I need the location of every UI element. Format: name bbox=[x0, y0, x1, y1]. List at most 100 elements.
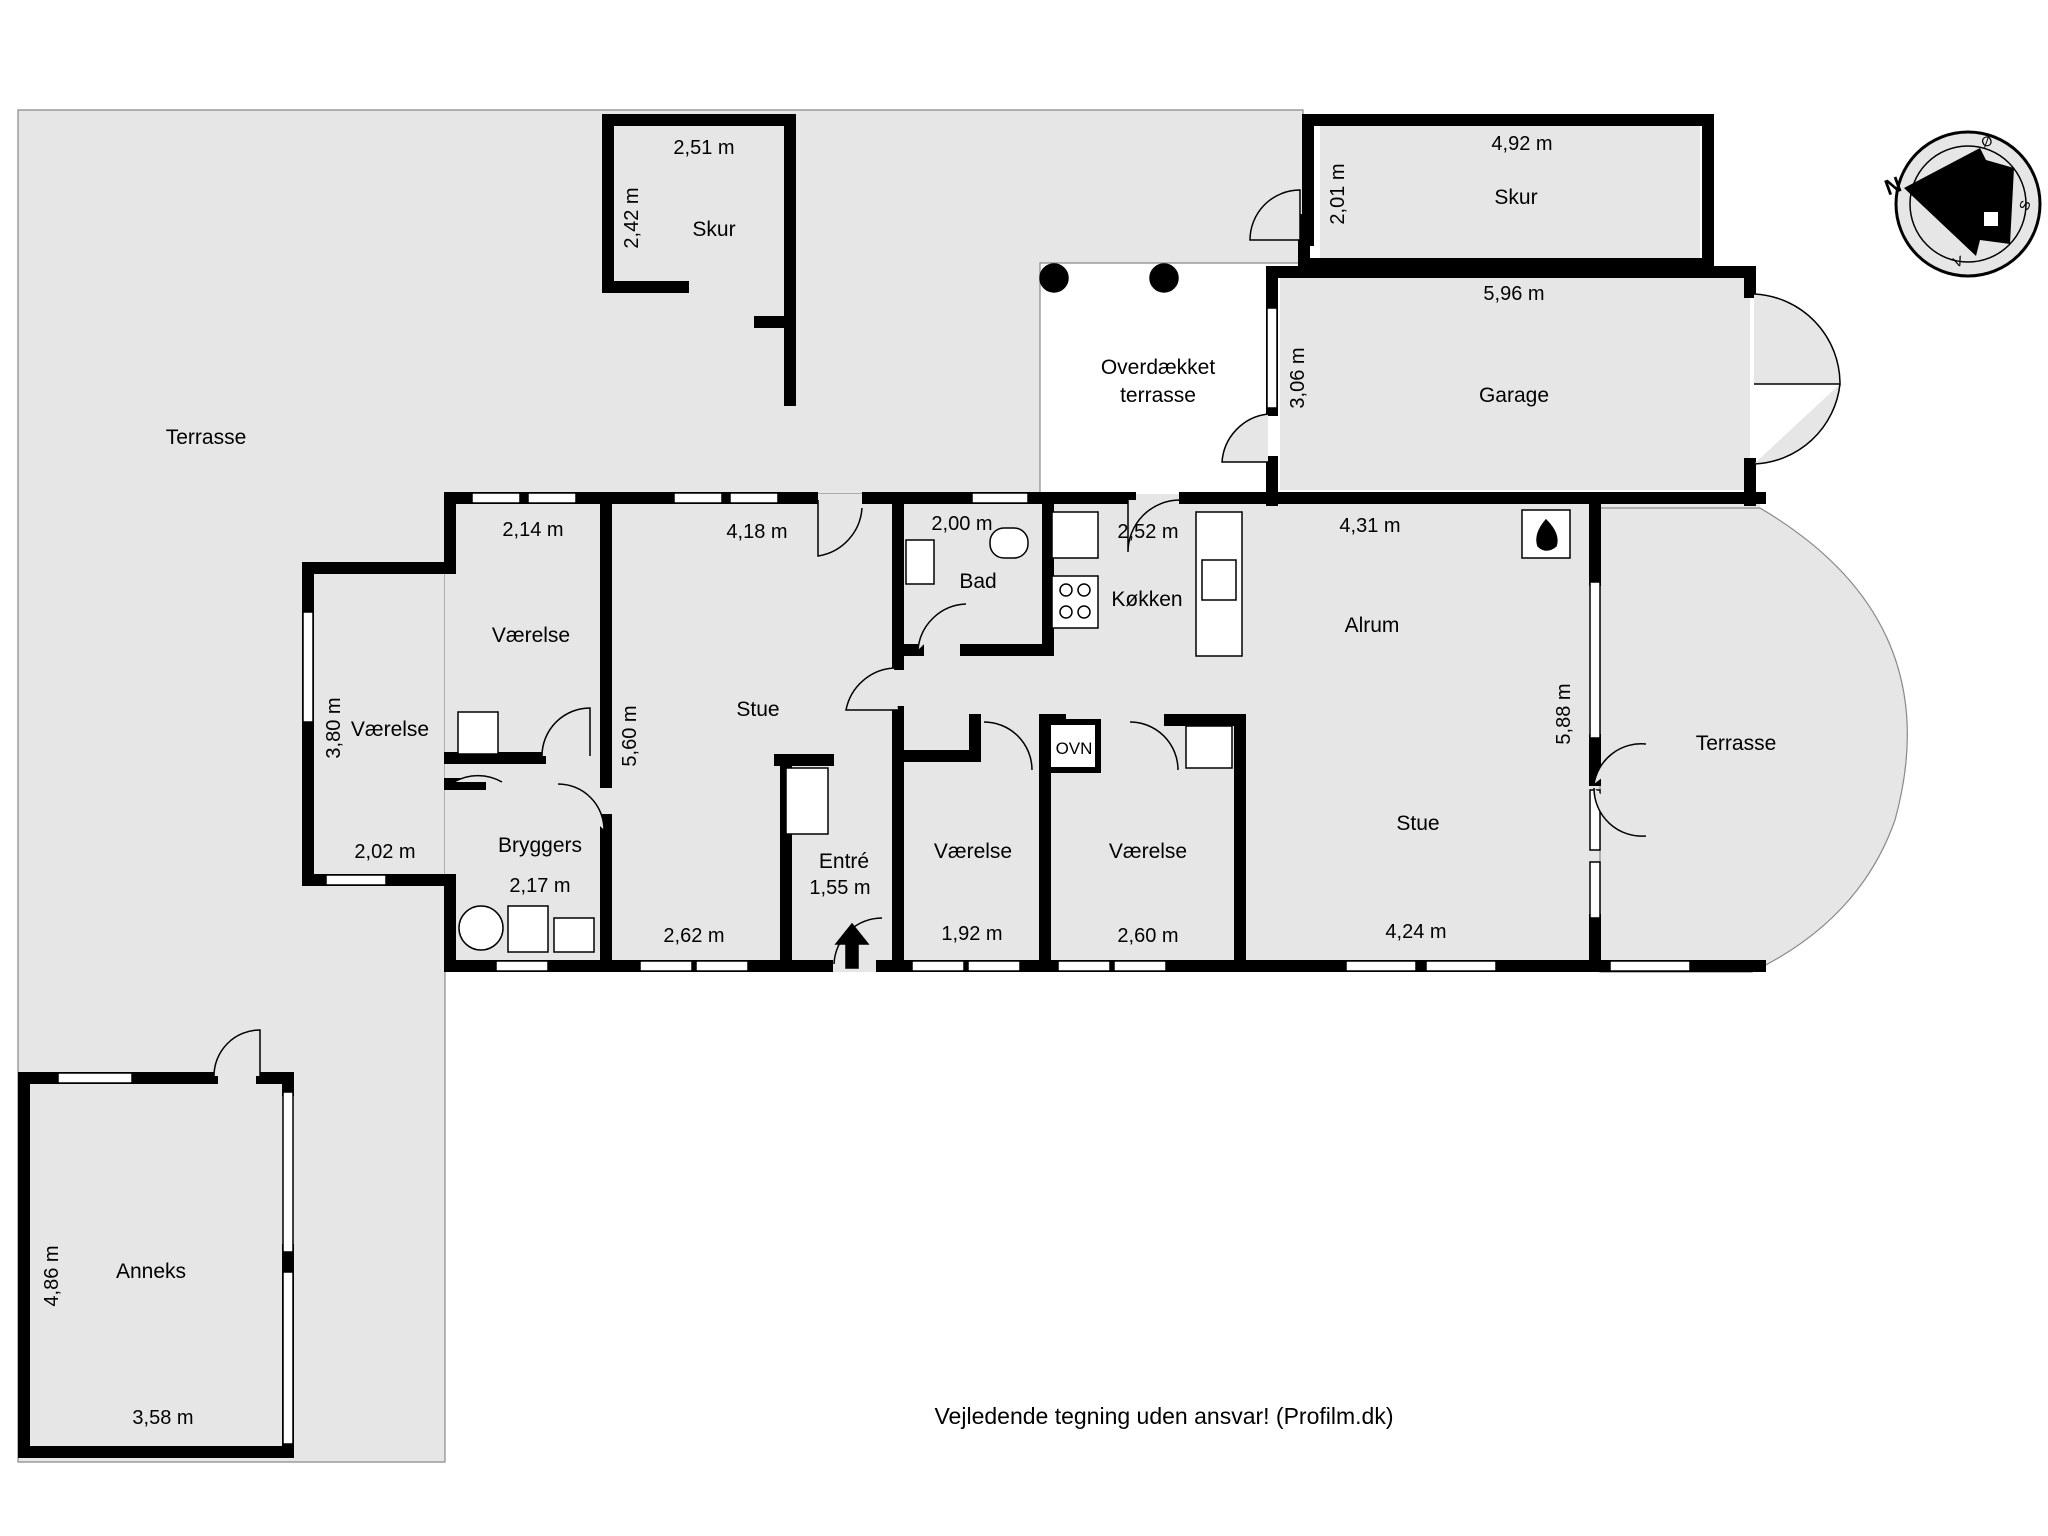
dimension-label: 1,55 m bbox=[809, 877, 870, 899]
skur-right-floor bbox=[1320, 120, 1700, 260]
dimension-label: 2,52 m bbox=[1117, 521, 1178, 543]
room-label: Bryggers bbox=[498, 834, 582, 857]
room-label: Garage bbox=[1479, 384, 1549, 407]
fixtures bbox=[457, 263, 1571, 969]
window bbox=[1057, 960, 1111, 972]
window bbox=[527, 492, 577, 504]
room-label: terrasse bbox=[1120, 384, 1196, 407]
dimension-label: 4,24 m bbox=[1385, 921, 1446, 943]
room-label: Entré bbox=[819, 850, 869, 873]
room-labels: Terrasse Skur Skur Overdækket terrasse G… bbox=[116, 186, 1776, 1283]
compass-o: Ø bbox=[1979, 132, 1995, 151]
oven-label: OVN bbox=[1056, 739, 1093, 758]
window bbox=[1589, 581, 1601, 739]
dimension-label: 2,00 m bbox=[931, 513, 992, 535]
door-swing bbox=[1249, 189, 1301, 241]
room-label: Skur bbox=[692, 218, 735, 241]
window bbox=[471, 492, 521, 504]
window bbox=[967, 960, 1021, 972]
windows bbox=[57, 307, 1691, 1445]
freezer-icon bbox=[1051, 511, 1099, 559]
walls bbox=[18, 114, 1766, 1458]
door-swing bbox=[1129, 721, 1179, 771]
room-label: Værelse bbox=[492, 624, 570, 647]
dimension-label: 3,06 m bbox=[1287, 347, 1309, 408]
door-swing bbox=[1593, 787, 1647, 837]
window bbox=[971, 492, 1029, 504]
post-icon bbox=[1149, 263, 1179, 293]
dimension-label: 4,18 m bbox=[726, 521, 787, 543]
window bbox=[729, 492, 779, 504]
window bbox=[302, 611, 314, 723]
tub-icon bbox=[507, 905, 549, 953]
room-label: Stue bbox=[736, 698, 779, 721]
washer-icon bbox=[458, 905, 504, 951]
door-swing bbox=[1753, 293, 1841, 385]
door-swing bbox=[1753, 383, 1841, 465]
dimension-label: 4,92 m bbox=[1491, 133, 1552, 155]
window bbox=[1425, 960, 1497, 972]
wall-skur-left bbox=[602, 114, 796, 406]
door-swing bbox=[1127, 499, 1181, 553]
dimension-label: 4,31 m bbox=[1339, 515, 1400, 537]
wall-garage bbox=[1277, 266, 1756, 298]
cabinet-icon bbox=[1185, 725, 1233, 769]
room-label: Bad bbox=[959, 570, 996, 593]
room-label: Værelse bbox=[934, 840, 1012, 863]
window bbox=[282, 1091, 294, 1253]
disclaimer-caption: Vejledende tegning uden ansvar! (Profilm… bbox=[934, 1403, 1393, 1429]
compass-inner-icon bbox=[1909, 145, 2027, 263]
dimension-label: 5,96 m bbox=[1483, 283, 1544, 305]
dimension-label: 2,51 m bbox=[673, 137, 734, 159]
window bbox=[325, 874, 387, 886]
dimension-label: 3,80 m bbox=[323, 697, 345, 758]
dimension-label: 3,58 m bbox=[132, 1407, 193, 1429]
dimension-label: 5,88 m bbox=[1553, 683, 1575, 744]
door-swing bbox=[541, 707, 591, 757]
compass: N Ø S V bbox=[1881, 130, 2042, 278]
window bbox=[911, 960, 965, 972]
stove-icon bbox=[1051, 575, 1099, 629]
dimension-label: 2,02 m bbox=[354, 841, 415, 863]
dimension-label: 2,17 m bbox=[509, 875, 570, 897]
burner-icon bbox=[1059, 605, 1073, 619]
door-swing bbox=[453, 774, 503, 783]
compass-window-icon bbox=[1984, 212, 1998, 226]
window bbox=[1113, 960, 1167, 972]
door-swing bbox=[1221, 413, 1269, 463]
wall-skur-right bbox=[1298, 114, 1714, 270]
toilet-icon bbox=[989, 527, 1029, 559]
room-label: Overdækket bbox=[1101, 356, 1216, 379]
dimension-label: 2,14 m bbox=[502, 519, 563, 541]
wall-left-wing bbox=[302, 492, 456, 972]
room-label: Værelse bbox=[351, 718, 429, 741]
room-label: Terrasse bbox=[166, 426, 247, 449]
window bbox=[495, 960, 549, 972]
room-label: Anneks bbox=[116, 1260, 186, 1283]
kitchen-sink-icon bbox=[1201, 559, 1237, 601]
laundry-sink-icon bbox=[553, 917, 595, 953]
cabinet-icon bbox=[457, 711, 499, 755]
dimension-label: 2,60 m bbox=[1117, 925, 1178, 947]
dimension-label: 2,01 m bbox=[1327, 163, 1349, 224]
dimension-labels: 2,51 m 2,42 m 4,92 m 2,01 m 5,96 m 3,06 … bbox=[41, 133, 1575, 1429]
door-swing bbox=[817, 500, 863, 557]
door-swing bbox=[845, 667, 898, 711]
window bbox=[639, 960, 693, 972]
garage-floor bbox=[1280, 270, 1750, 490]
door-swing bbox=[917, 603, 967, 651]
door-swing bbox=[557, 783, 605, 831]
window bbox=[282, 1271, 294, 1445]
window bbox=[1345, 960, 1417, 972]
flame-icon bbox=[1536, 518, 1558, 551]
room-label: Alrum bbox=[1345, 614, 1400, 637]
door-swing bbox=[1593, 743, 1647, 785]
house-floor bbox=[445, 494, 1760, 972]
window bbox=[1609, 960, 1691, 972]
door-swing bbox=[213, 1029, 261, 1077]
window bbox=[1589, 861, 1601, 919]
room-label: Terrasse bbox=[1696, 732, 1777, 755]
compass-house-icon bbox=[1904, 148, 2014, 256]
dimension-label: 2,62 m bbox=[663, 925, 724, 947]
room-label: Køkken bbox=[1111, 588, 1182, 611]
